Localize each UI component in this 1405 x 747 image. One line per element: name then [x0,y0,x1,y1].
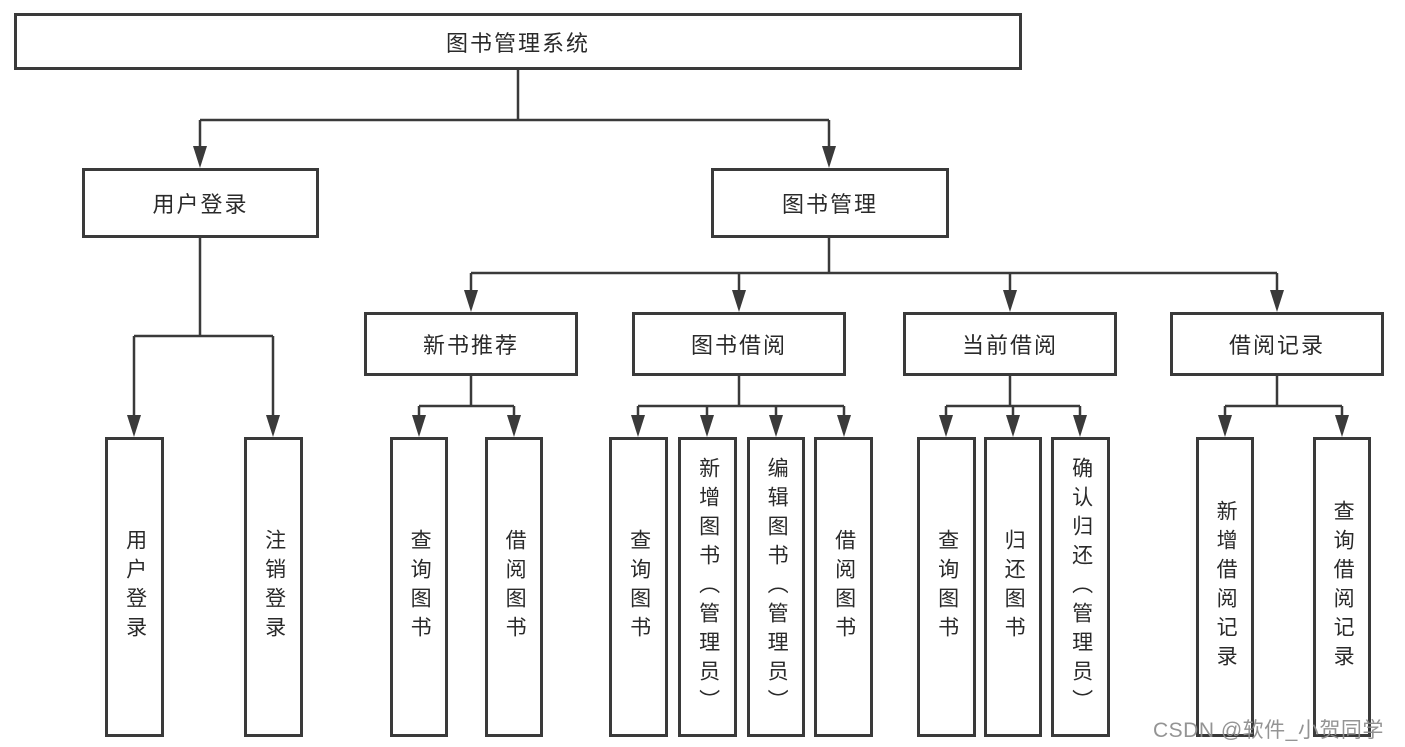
csdn-watermark: CSDN @软件_小贺同学 [1153,719,1384,742]
leaf-query-books-current: 查询图书 [917,437,976,737]
leaf-edit-book-admin-label: 编辑图书（管理员） [765,456,789,718]
leaf-confirm-return-admin-label: 确认归还（管理员） [1069,456,1093,718]
leaf-borrow-books: 借阅图书 [814,437,873,737]
node-new-book-recommend-label: 新书推荐 [422,333,519,358]
leaf-logout-label: 注销登录 [262,529,286,645]
leaf-query-borrow-record-label: 查询借阅记录 [1331,500,1355,674]
leaf-edit-book-admin: 编辑图书（管理员） [747,437,805,737]
node-borrow-records: 借阅记录 [1170,312,1384,376]
leaf-add-borrow-record-label: 新增借阅记录 [1214,500,1238,674]
leaf-user-login-label: 用户登录 [123,529,147,645]
leaf-logout: 注销登录 [244,437,303,737]
node-user-login-branch-label: 用户登录 [152,192,249,217]
leaf-query-borrow-record: 查询借阅记录 [1313,437,1371,737]
leaf-query-books-current-label: 查询图书 [935,529,959,645]
node-book-mgmt-branch: 图书管理 [711,168,949,238]
leaf-borrow-books-label: 借阅图书 [832,529,856,645]
leaf-user-login: 用户登录 [105,437,164,737]
node-book-mgmt-branch-label: 图书管理 [781,192,878,217]
tree-edges [132,70,1344,419]
leaf-return-books-label: 归还图书 [1002,529,1026,645]
leaf-borrow-books-recommend-label: 借阅图书 [503,529,527,645]
leaf-add-book-admin-label: 新增图书（管理员） [696,456,720,718]
node-current-borrowing-label: 当前借阅 [961,333,1058,358]
leaf-add-borrow-record: 新增借阅记录 [1196,437,1254,737]
leaf-add-book-admin: 新增图书（管理员） [678,437,737,737]
node-book-borrowing-label: 图书借阅 [690,333,787,358]
leaf-return-books: 归还图书 [984,437,1042,737]
node-borrow-records-label: 借阅记录 [1228,333,1325,358]
node-new-book-recommend: 新书推荐 [364,312,578,376]
node-book-borrowing: 图书借阅 [632,312,846,376]
node-root-label: 图书管理系统 [445,30,590,56]
leaf-query-books-borrowing: 查询图书 [609,437,668,737]
leaf-query-books-recommend-label: 查询图书 [408,529,432,645]
node-user-login-branch: 用户登录 [82,168,319,238]
node-current-borrowing: 当前借阅 [903,312,1117,376]
leaf-query-books-borrowing-label: 查询图书 [627,529,651,645]
arrow-down-icons [127,146,1349,437]
leaf-borrow-books-recommend: 借阅图书 [485,437,543,737]
leaf-confirm-return-admin: 确认归还（管理员） [1051,437,1110,737]
node-root: 图书管理系统 [14,13,1022,70]
leaf-query-books-recommend: 查询图书 [390,437,448,737]
